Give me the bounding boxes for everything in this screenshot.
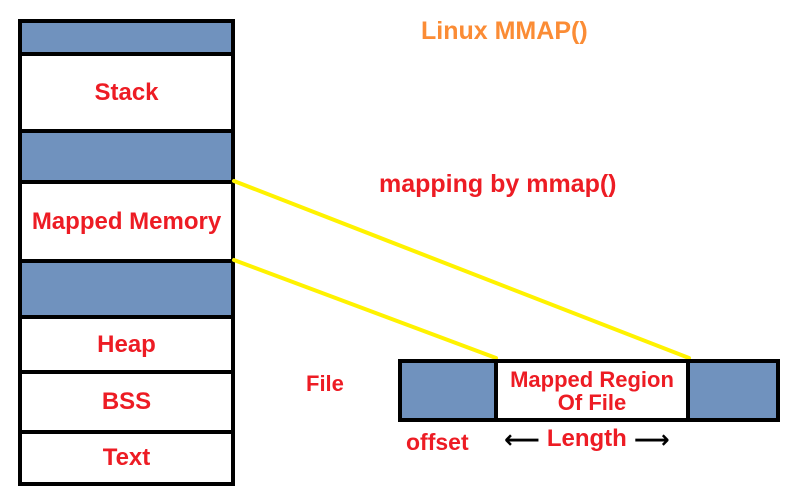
file-region-offset bbox=[402, 363, 498, 418]
page-title: Linux MMAP() bbox=[421, 17, 588, 45]
file-region-mapped: Mapped Region Of File bbox=[498, 363, 690, 418]
memory-segment-mapped-memory: Mapped Memory bbox=[22, 184, 231, 263]
mapping-label: mapping by mmap() bbox=[379, 170, 617, 198]
mapped-region-label-line2: Of File bbox=[557, 389, 627, 415]
mapped-region-label-line1: Mapped Region bbox=[510, 366, 674, 392]
memory-segment-text: Text bbox=[22, 434, 231, 482]
file-region-tail bbox=[690, 363, 776, 418]
memory-segment-heap: Heap bbox=[22, 319, 231, 374]
length-annotation: ⟵ Length ⟶ bbox=[504, 425, 670, 453]
mapping-line-top bbox=[232, 179, 691, 360]
file-bar: Mapped Region Of File bbox=[398, 359, 780, 422]
memory-segment-blue-middle-2 bbox=[22, 263, 231, 319]
arrow-right-icon: ⟶ bbox=[633, 424, 670, 454]
memory-segment-blue-top bbox=[22, 23, 231, 56]
memory-segment-blue-middle-1 bbox=[22, 133, 231, 184]
memory-segment-stack: Stack bbox=[22, 56, 231, 133]
memory-segment-bss: BSS bbox=[22, 374, 231, 434]
length-label: Length bbox=[546, 425, 627, 452]
file-label: File bbox=[306, 371, 344, 396]
process-memory-column: Stack Mapped Memory Heap BSS Text bbox=[18, 19, 235, 486]
offset-label: offset bbox=[406, 429, 469, 455]
arrow-left-icon: ⟵ bbox=[504, 424, 540, 454]
mapping-line-bottom bbox=[232, 258, 498, 360]
